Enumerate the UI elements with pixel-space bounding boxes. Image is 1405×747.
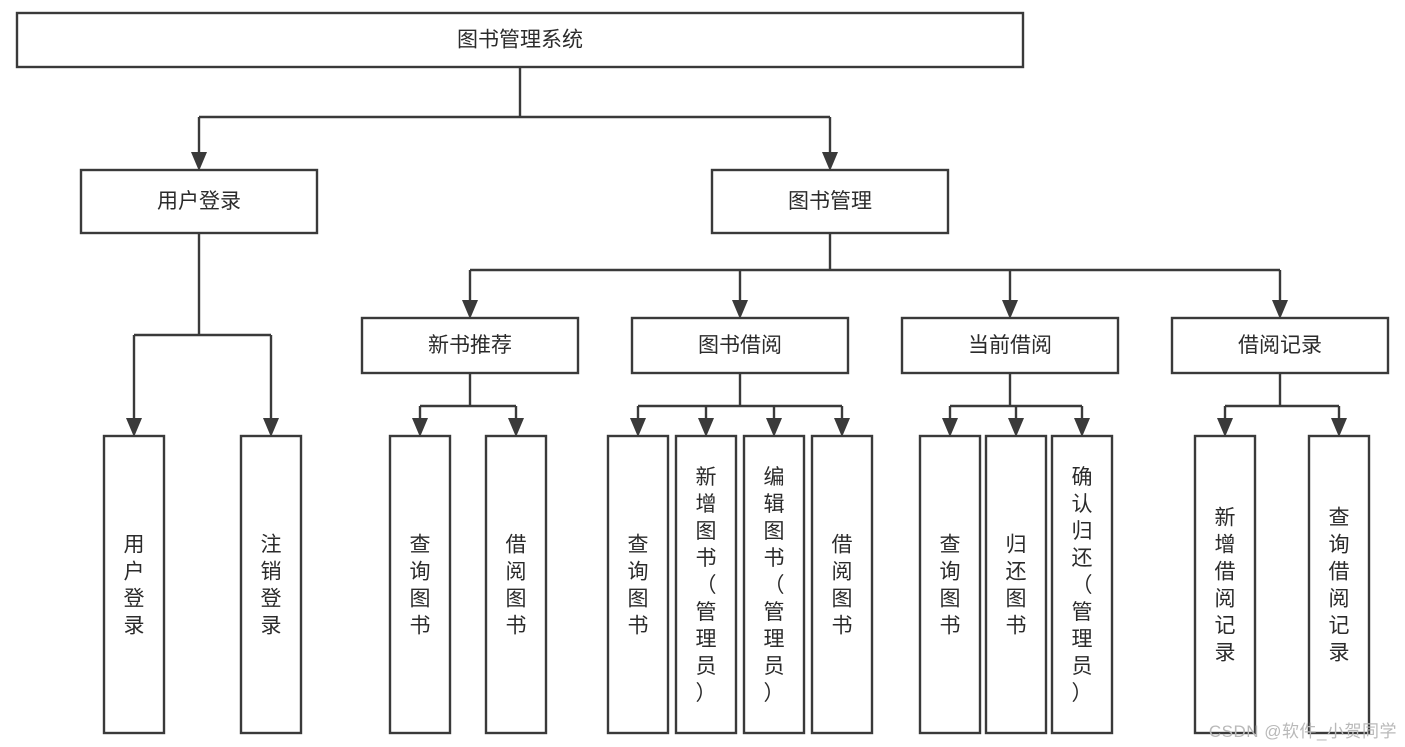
node-label-leaf-borrow-book-2: 借阅图书 [832, 534, 853, 638]
edge-book-borrow-to-leaf-borrow-book-2 [834, 406, 850, 437]
node-box-leaf-edit-book[interactable] [742, 434, 806, 735]
node-box-leaf-query-book-3[interactable] [918, 434, 982, 735]
node-leaf-borrow-book-1[interactable]: 借阅图书 [484, 434, 548, 735]
edge-book-borrow-to-leaf-query-book-2 [630, 406, 646, 437]
edge-current-borrow-to-leaf-confirm-return [1074, 406, 1090, 437]
node-box-leaf-add-record[interactable] [1193, 434, 1257, 735]
node-box-borrow-record[interactable] [1170, 316, 1390, 375]
node-box-leaf-query-record[interactable] [1307, 434, 1371, 735]
node-box-leaf-borrow-book-1[interactable] [484, 434, 548, 735]
connector-bus-current-borrow [950, 373, 1082, 408]
node-layer: 图书管理系统用户登录图书管理新书推荐图书借阅当前借阅借阅记录用户登录注销登录查询… [15, 11, 1390, 735]
node-box-leaf-query-book-2[interactable] [606, 434, 670, 735]
connector-bus-root [199, 67, 830, 119]
edge-new-book-rec-to-leaf-borrow-book-1 [508, 406, 524, 437]
edge-book-admin-to-borrow-record [1272, 270, 1288, 319]
node-label-leaf-query-book-1: 查询图书 [410, 534, 431, 638]
node-leaf-edit-book[interactable]: 编辑图书（管理员） [742, 434, 806, 735]
edge-root-to-user-login [191, 117, 207, 171]
node-box-leaf-user-logout[interactable] [239, 434, 303, 735]
edge-root-to-book-admin [822, 117, 838, 171]
connector-bus-new-book-rec [420, 373, 516, 408]
edge-user-login-to-leaf-user-login [126, 335, 142, 437]
edge-borrow-record-to-leaf-query-record [1331, 406, 1347, 437]
edge-book-admin-to-new-book-rec [462, 270, 478, 319]
node-box-user-login[interactable] [79, 168, 319, 235]
node-leaf-add-record[interactable]: 新增借阅记录 [1193, 434, 1257, 735]
edge-book-borrow-to-leaf-edit-book [766, 406, 782, 437]
node-leaf-confirm-return[interactable]: 确认归还（管理员） [1050, 434, 1114, 735]
node-box-leaf-query-book-1[interactable] [388, 434, 452, 735]
edge-borrow-record-to-leaf-add-record [1217, 406, 1233, 437]
edge-book-admin-to-current-borrow [1002, 270, 1018, 319]
node-label-leaf-user-logout: 注销登录 [261, 534, 282, 638]
node-box-leaf-borrow-book-2[interactable] [810, 434, 874, 735]
edge-book-admin-to-book-borrow [732, 270, 748, 319]
node-label-leaf-borrow-book-1: 借阅图书 [506, 534, 527, 638]
node-box-book-admin[interactable] [710, 168, 950, 235]
node-box-root[interactable] [15, 11, 1025, 69]
node-leaf-add-book[interactable]: 新增图书（管理员） [674, 434, 738, 735]
node-label-leaf-query-book-3: 查询图书 [940, 534, 961, 638]
edge-new-book-rec-to-leaf-query-book-1 [412, 406, 428, 437]
node-label-leaf-edit-book: 编辑图书（管理员） [764, 466, 785, 705]
node-box-current-borrow[interactable] [900, 316, 1120, 375]
node-label-book-borrow: 图书借阅 [698, 334, 782, 357]
node-leaf-user-logout[interactable]: 注销登录 [239, 434, 303, 735]
node-root[interactable]: 图书管理系统 [15, 11, 1025, 69]
connector-bus-book-admin [470, 233, 1280, 272]
node-box-leaf-confirm-return[interactable] [1050, 434, 1114, 735]
node-leaf-query-book-2[interactable]: 查询图书 [606, 434, 670, 735]
node-leaf-query-book-3[interactable]: 查询图书 [918, 434, 982, 735]
edge-current-borrow-to-leaf-query-book-3 [942, 406, 958, 437]
node-current-borrow[interactable]: 当前借阅 [900, 316, 1120, 375]
node-book-borrow[interactable]: 图书借阅 [630, 316, 850, 375]
node-label-leaf-return-book: 归还图书 [1006, 534, 1027, 638]
node-leaf-query-record[interactable]: 查询借阅记录 [1307, 434, 1371, 735]
node-label-leaf-confirm-return: 确认归还（管理员） [1072, 466, 1093, 705]
node-label-leaf-user-login: 用户登录 [124, 534, 145, 638]
node-label-user-login: 用户登录 [157, 190, 241, 213]
node-label-book-admin: 图书管理 [788, 190, 872, 213]
node-label-leaf-query-book-2: 查询图书 [628, 534, 649, 638]
node-leaf-borrow-book-2[interactable]: 借阅图书 [810, 434, 874, 735]
node-box-book-borrow[interactable] [630, 316, 850, 375]
node-user-login[interactable]: 用户登录 [79, 168, 319, 235]
node-label-leaf-add-record: 新增借阅记录 [1215, 507, 1236, 665]
connector-bus-user-login [134, 233, 271, 337]
node-label-root: 图书管理系统 [457, 29, 583, 52]
connector-bus-book-borrow [638, 373, 842, 408]
watermark-label: CSDN @软件_小贺同学 [1208, 722, 1397, 741]
edge-current-borrow-to-leaf-return-book [1008, 406, 1024, 437]
edge-book-borrow-to-leaf-add-book [698, 406, 714, 437]
node-box-leaf-user-login[interactable] [102, 434, 166, 735]
node-label-borrow-record: 借阅记录 [1238, 334, 1322, 357]
connector-layer [126, 67, 1347, 437]
node-borrow-record[interactable]: 借阅记录 [1170, 316, 1390, 375]
node-label-current-borrow: 当前借阅 [968, 334, 1052, 357]
node-box-leaf-return-book[interactable] [984, 434, 1048, 735]
edge-user-login-to-leaf-user-logout [263, 335, 279, 437]
node-label-new-book-rec: 新书推荐 [428, 334, 512, 357]
node-leaf-query-book-1[interactable]: 查询图书 [388, 434, 452, 735]
node-leaf-return-book[interactable]: 归还图书 [984, 434, 1048, 735]
node-leaf-user-login[interactable]: 用户登录 [102, 434, 166, 735]
connector-bus-borrow-record [1225, 373, 1339, 408]
node-book-admin[interactable]: 图书管理 [710, 168, 950, 235]
node-box-new-book-rec[interactable] [360, 316, 580, 375]
node-label-leaf-query-record: 查询借阅记录 [1329, 507, 1350, 665]
node-new-book-rec[interactable]: 新书推荐 [360, 316, 580, 375]
node-box-leaf-add-book[interactable] [674, 434, 738, 735]
node-label-leaf-add-book: 新增图书（管理员） [696, 466, 717, 705]
